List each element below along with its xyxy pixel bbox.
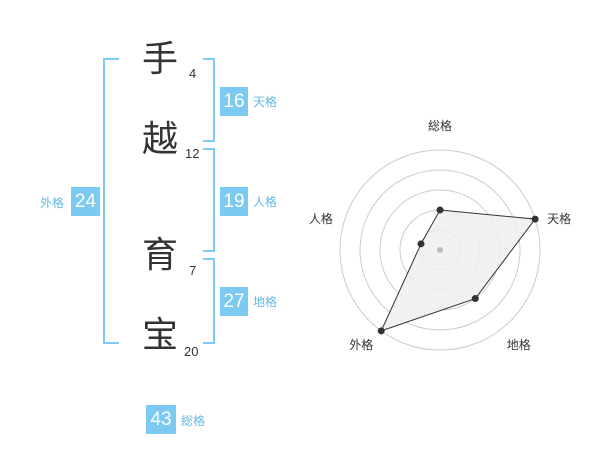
chikaku-bracket [203,258,215,344]
radar-point-4 [377,327,385,335]
radar-axis-label-5: 人格 [309,211,333,226]
tenkaku-bracket [203,58,215,142]
name-char-4: 宝 [142,315,179,356]
radar-grid-ring [339,149,541,351]
radar-point-5 [417,240,425,248]
stroke-count-3: 7 [189,263,197,278]
tenkaku-label: 天格 [253,95,278,109]
stroke-count-1: 4 [189,66,197,81]
chikaku-label: 地格 [253,295,278,309]
tenkaku-value: 16 [220,87,248,116]
name-char-3: 育 [142,235,179,276]
radar-axis-label-1: 総格 [428,118,452,133]
stroke-count-4: 20 [184,344,199,359]
jinkaku-label: 人格 [253,195,278,209]
soukaku-value: 43 [146,405,176,434]
radar-axis-label-4: 外格 [349,337,373,352]
jinkaku-bracket [203,148,215,252]
name-char-2: 越 [142,119,179,160]
radar-grid-ring [359,169,521,331]
gaikaku-value: 24 [71,187,100,216]
chikaku-value: 27 [220,287,248,316]
gaikaku-label: 外格 [40,196,65,210]
stroke-count-2: 12 [185,146,200,161]
jinkaku-value: 19 [220,187,248,216]
radar-point-2 [531,215,539,223]
name-char-1: 手 [142,39,179,80]
radar-axis-label-2: 天格 [547,211,571,226]
radar-axis-label-3: 地格 [507,337,531,352]
soukaku-label: 総格 [181,414,206,428]
radar-point-3 [471,295,479,303]
gaikaku-bracket [103,58,119,344]
radar-point-1 [436,206,444,214]
radar-series-area [380,209,537,332]
radar-center-dot [437,247,443,253]
